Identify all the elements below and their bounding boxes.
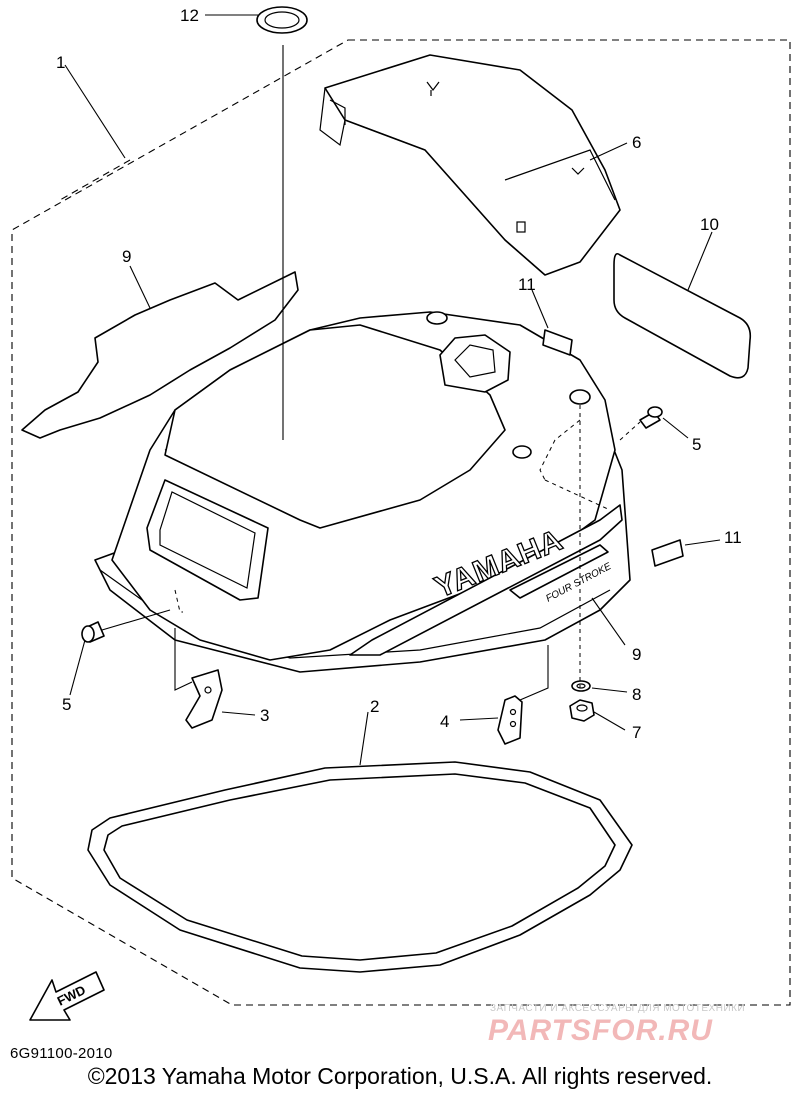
callout-labels: 12 1 6 10 9 11 5 11 9 5 3 2 4 8 7 bbox=[56, 6, 742, 742]
callout-7: 7 bbox=[632, 723, 641, 742]
callout-9-upper: 9 bbox=[122, 247, 131, 266]
callout-11-upper: 11 bbox=[518, 275, 536, 294]
callout-6: 6 bbox=[632, 133, 641, 152]
bracket-part-4 bbox=[497, 695, 523, 745]
handle-cover-part-6 bbox=[319, 54, 621, 276]
callout-9-lower: 9 bbox=[632, 645, 641, 664]
decal-plate-part-10 bbox=[613, 252, 752, 379]
watermark-logo: PARTSFOR.RU bbox=[488, 1014, 713, 1047]
assembly-boundary bbox=[11, 39, 791, 1006]
screw-part-5-left bbox=[81, 621, 105, 643]
callout-8: 8 bbox=[632, 685, 641, 704]
top-cowling-part-1: YAMAHA FOUR STROKE bbox=[94, 311, 631, 673]
callout-4: 4 bbox=[440, 712, 449, 731]
alignment-lines bbox=[174, 405, 641, 688]
copyright-notice: ©2013 Yamaha Motor Corporation, U.S.A. A… bbox=[87, 1063, 713, 1089]
grommet-part-12 bbox=[256, 6, 308, 34]
watermark-caption: ЗАПЧАСТИ И АКСЕССУАРЫ ДЛЯ МОТОТЕХНИКИ bbox=[490, 1003, 746, 1014]
callout-5-right: 5 bbox=[692, 435, 701, 454]
callout-11-lower: 11 bbox=[724, 528, 742, 547]
damper-seal-part-9-upper bbox=[21, 271, 299, 439]
seal-ring-part-2 bbox=[87, 761, 633, 973]
callout-12: 12 bbox=[180, 6, 199, 25]
screw-part-5-right bbox=[639, 406, 663, 429]
nut-part-7 bbox=[569, 699, 595, 722]
callout-1: 1 bbox=[56, 53, 65, 72]
callout-3: 3 bbox=[260, 706, 269, 725]
label-part-11-lower bbox=[651, 539, 684, 567]
callout-10: 10 bbox=[700, 215, 719, 234]
leader-lines bbox=[64, 14, 721, 766]
callout-2: 2 bbox=[370, 697, 379, 716]
washer-part-8 bbox=[571, 680, 591, 692]
diagram-code: 6G91100-2010 bbox=[10, 1045, 113, 1062]
label-part-11-upper bbox=[542, 329, 573, 356]
bracket-part-3 bbox=[185, 669, 223, 729]
fwd-arrow-icon: FWD bbox=[29, 971, 105, 1021]
callout-5-left: 5 bbox=[62, 695, 71, 714]
